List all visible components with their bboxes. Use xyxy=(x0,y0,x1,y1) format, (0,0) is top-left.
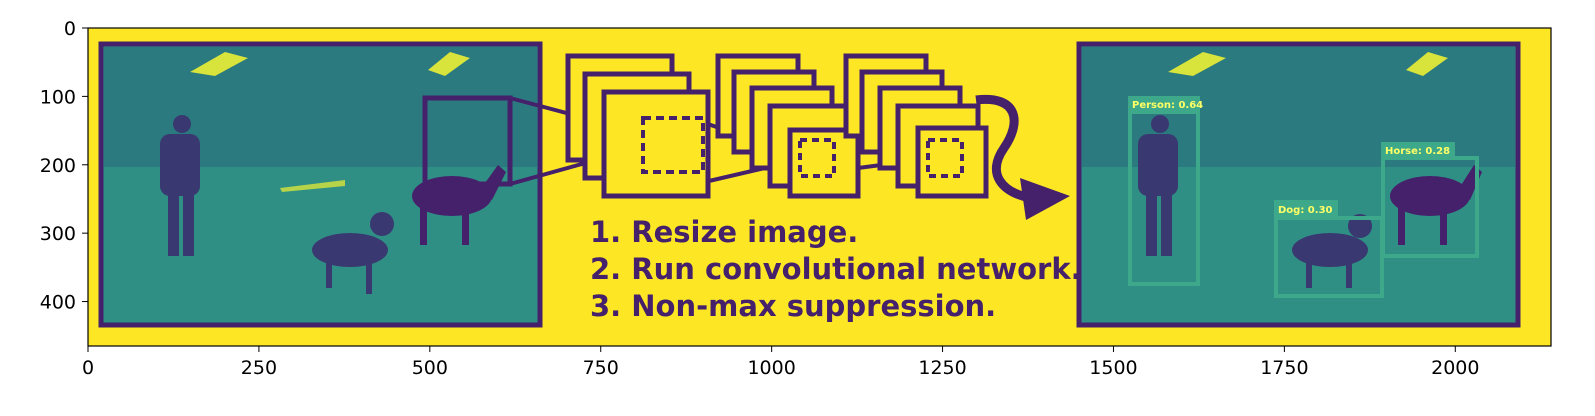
y-tick-label: 200 xyxy=(40,155,76,177)
step-2-text: 2. Run convolutional network. xyxy=(590,252,1082,286)
y-tick-label: 300 xyxy=(40,223,76,245)
output-sky-patch-2 xyxy=(1406,52,1448,76)
step-1-text: 1. Resize image. xyxy=(590,215,858,249)
x-tick-label: 1500 xyxy=(1089,357,1137,379)
detection-horse-label: Horse: 0.28 xyxy=(1385,146,1450,157)
input-sky-patch-2 xyxy=(428,52,470,76)
x-axis: 0 250 500 750 1000 1250 1500 1750 2000 xyxy=(82,346,1479,379)
y-tick-label: 0 xyxy=(64,18,76,40)
x-tick-label: 1250 xyxy=(918,357,966,379)
detection-dog: Dog: 0.30 xyxy=(1274,200,1384,298)
detection-person-label-bg xyxy=(1128,96,1200,112)
pipeline-arrow xyxy=(975,94,1070,220)
input-light-patch xyxy=(280,180,345,192)
y-tick-label: 100 xyxy=(40,86,76,108)
image-plot-area: 1. Resize image. 2. Run convolutional ne… xyxy=(88,28,1551,346)
detection-horse-label-bg xyxy=(1381,142,1455,158)
cnn-layer-stack-1 xyxy=(565,53,711,199)
x-tick-label: 1750 xyxy=(1260,357,1308,379)
detection-dog-label: Dog: 0.30 xyxy=(1278,205,1333,216)
x-tick-label: 500 xyxy=(412,357,448,379)
arrow-head-icon xyxy=(1020,178,1070,220)
detection-person: Person: 0.64 xyxy=(1128,96,1203,286)
input-image xyxy=(98,41,543,328)
input-sky-patch-1 xyxy=(190,52,248,76)
detection-horse: Horse: 0.28 xyxy=(1381,142,1479,258)
input-dog xyxy=(312,212,394,294)
cnn-layer-stack-3 xyxy=(843,53,989,199)
detection-person-label: Person: 0.64 xyxy=(1132,100,1203,111)
pipeline-steps: 1. Resize image. 2. Run convolutional ne… xyxy=(590,215,1082,323)
step-3-text: 3. Non-max suppression. xyxy=(590,289,996,323)
axes-frame xyxy=(87,27,1552,347)
output-person xyxy=(1138,115,1178,256)
input-person xyxy=(160,115,200,256)
y-tick-label: 400 xyxy=(40,292,76,314)
x-tick-label: 250 xyxy=(241,357,277,379)
output-image: Person: 0.64 Horse: 0.28 Dog: 0.30 xyxy=(1076,41,1521,328)
x-tick-label: 1000 xyxy=(747,357,795,379)
cnn-layer-stack-2 xyxy=(715,53,861,199)
y-axis: 0 100 200 300 400 xyxy=(40,18,88,314)
crop-region-box xyxy=(422,95,513,187)
x-tick-label: 0 xyxy=(82,357,94,379)
x-tick-label: 750 xyxy=(583,357,619,379)
output-sky-patch-1 xyxy=(1168,52,1226,76)
detection-dog-label-bg xyxy=(1274,200,1338,218)
x-tick-label: 2000 xyxy=(1431,357,1479,379)
